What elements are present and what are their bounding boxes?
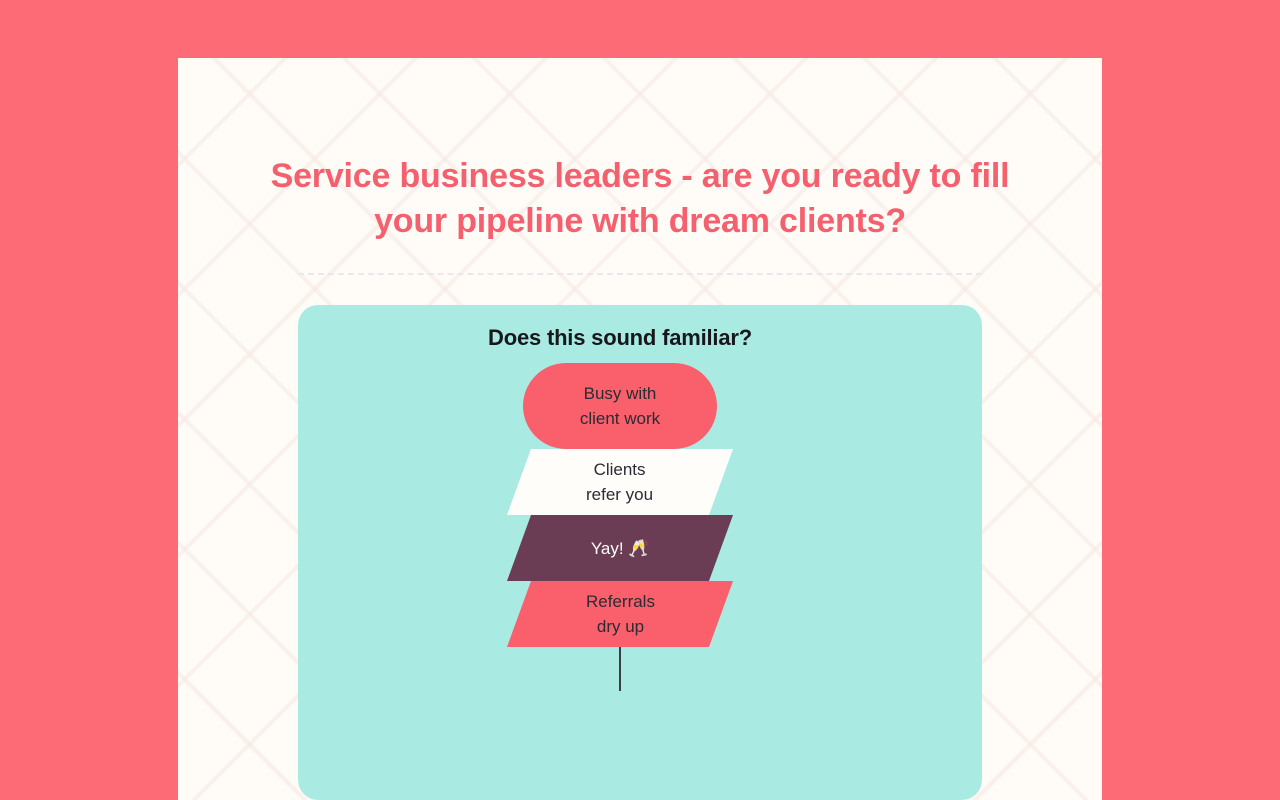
flow-node-yay-label: Yay! 🥂 — [590, 538, 650, 558]
page-headline: Service business leaders - are you ready… — [270, 157, 1010, 240]
flow-node-yay[interactable]: Yay! 🥂 — [506, 515, 734, 581]
flow-node-busy-line2: client work — [579, 409, 661, 428]
flow-node-dryup-label: Referrals dry up — [586, 589, 655, 639]
flow-node-refer-label: Clients refer you — [586, 457, 653, 507]
flow-row-dryup: Referrals dry up — [298, 581, 942, 647]
flow-node-dryup-line2: dry up — [596, 617, 644, 636]
page-panel-content: Service business leaders - are you ready… — [178, 58, 1102, 800]
flow-node-dryup[interactable]: Referrals dry up — [506, 581, 734, 647]
flowchart: Busy with client work — [298, 363, 942, 691]
flow-node-dryup-line1: Referrals — [585, 592, 655, 611]
flow-node-refer-line1: Clients — [594, 460, 646, 479]
arrow-stem — [619, 647, 621, 691]
flow-node-busy-label: Busy with client work — [580, 381, 660, 431]
flow-arrow-dryup-next — [613, 647, 627, 691]
flow-card: Does this sound familiar? Busy with clie… — [298, 305, 982, 800]
flow-node-refer-line2: refer you — [586, 485, 654, 504]
page-panel: Service business leaders - are you ready… — [178, 58, 1102, 800]
flow-node-busy[interactable]: Busy with client work — [523, 363, 717, 449]
flow-row-refer: Clients refer you — [298, 449, 942, 515]
section-divider — [298, 273, 982, 275]
flow-card-title: Does this sound familiar? — [488, 325, 752, 350]
flow-row-yay: Yay! 🥂 — [298, 515, 942, 581]
flow-node-busy-line1: Busy with — [583, 384, 657, 403]
flow-node-refer[interactable]: Clients refer you — [506, 449, 734, 515]
flow-row-busy: Busy with client work — [298, 363, 942, 449]
